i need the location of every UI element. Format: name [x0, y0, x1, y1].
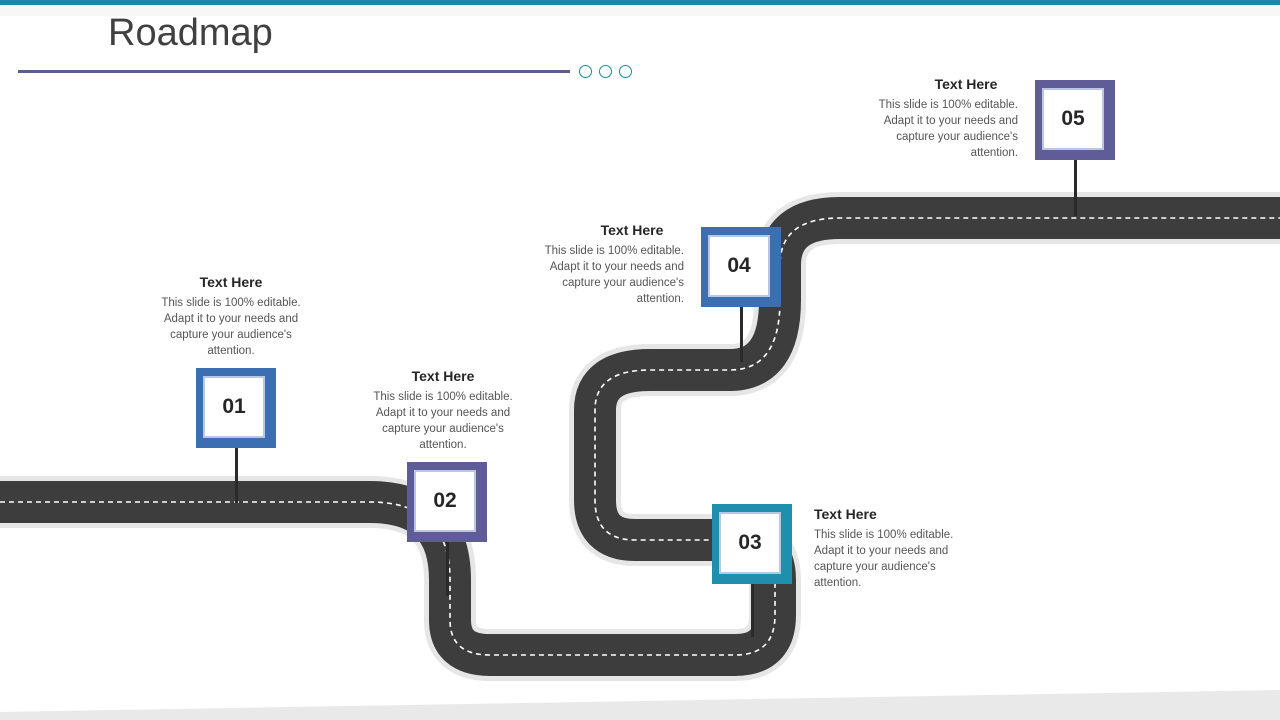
milestone-03-number: 03	[738, 531, 762, 554]
milestone-02-heading: Text Here	[411, 368, 475, 384]
signpost-pole	[751, 582, 754, 637]
milestone-04-frame: 04	[708, 235, 770, 297]
milestone-02-text: Text Here This slide is 100% editable. A…	[358, 368, 528, 453]
milestone-05-body: This slide is 100% editable. Adapt it to…	[878, 99, 1018, 159]
milestone-04-text: Text Here This slide is 100% editable. A…	[514, 222, 684, 307]
milestone-04-body: This slide is 100% editable. Adapt it to…	[544, 245, 684, 305]
signpost-pole	[446, 540, 449, 596]
signpost-pole	[740, 304, 743, 362]
milestone-01-frame: 01	[203, 376, 265, 438]
milestone-05-number: 05	[1061, 107, 1085, 130]
title-underline	[18, 70, 570, 73]
top-accent-bar	[0, 0, 1280, 5]
signpost-pole	[1074, 158, 1077, 216]
milestone-03-text: Text Here This slide is 100% editable. A…	[814, 506, 984, 591]
circle-icon	[619, 65, 632, 78]
milestone-03-frame: 03	[719, 512, 781, 574]
milestone-02-body: This slide is 100% editable. Adapt it to…	[373, 391, 513, 451]
decorative-dots	[579, 65, 632, 78]
milestone-01-number: 01	[222, 395, 246, 418]
milestone-01-body: This slide is 100% editable. Adapt it to…	[161, 297, 301, 357]
milestone-05-text: Text Here This slide is 100% editable. A…	[848, 76, 1018, 161]
milestone-03-sign: 03	[712, 504, 792, 584]
milestone-04-number: 04	[727, 254, 751, 277]
milestone-02-sign: 02	[407, 462, 487, 542]
milestone-05-frame: 05	[1042, 88, 1104, 150]
milestone-04-sign: 04	[701, 227, 781, 307]
top-shade	[0, 5, 1280, 16]
milestone-01-heading: Text Here	[199, 274, 263, 290]
milestone-03-body: This slide is 100% editable. Adapt it to…	[814, 529, 954, 589]
page-title: Roadmap	[108, 12, 273, 54]
milestone-01-text: Text Here This slide is 100% editable. A…	[146, 274, 316, 359]
milestone-02-frame: 02	[414, 470, 476, 532]
milestone-03-heading: Text Here	[814, 506, 877, 522]
milestone-01-sign: 01	[196, 368, 276, 448]
milestone-02-number: 02	[433, 489, 457, 512]
road-lane-marking	[0, 217, 1280, 656]
circle-icon	[579, 65, 592, 78]
signpost-pole	[235, 445, 238, 503]
bottom-shade	[0, 690, 1280, 720]
circle-icon	[599, 65, 612, 78]
milestone-05-heading: Text Here	[934, 76, 998, 92]
milestone-05-sign: 05	[1035, 80, 1115, 160]
milestone-04-heading: Text Here	[600, 222, 664, 238]
